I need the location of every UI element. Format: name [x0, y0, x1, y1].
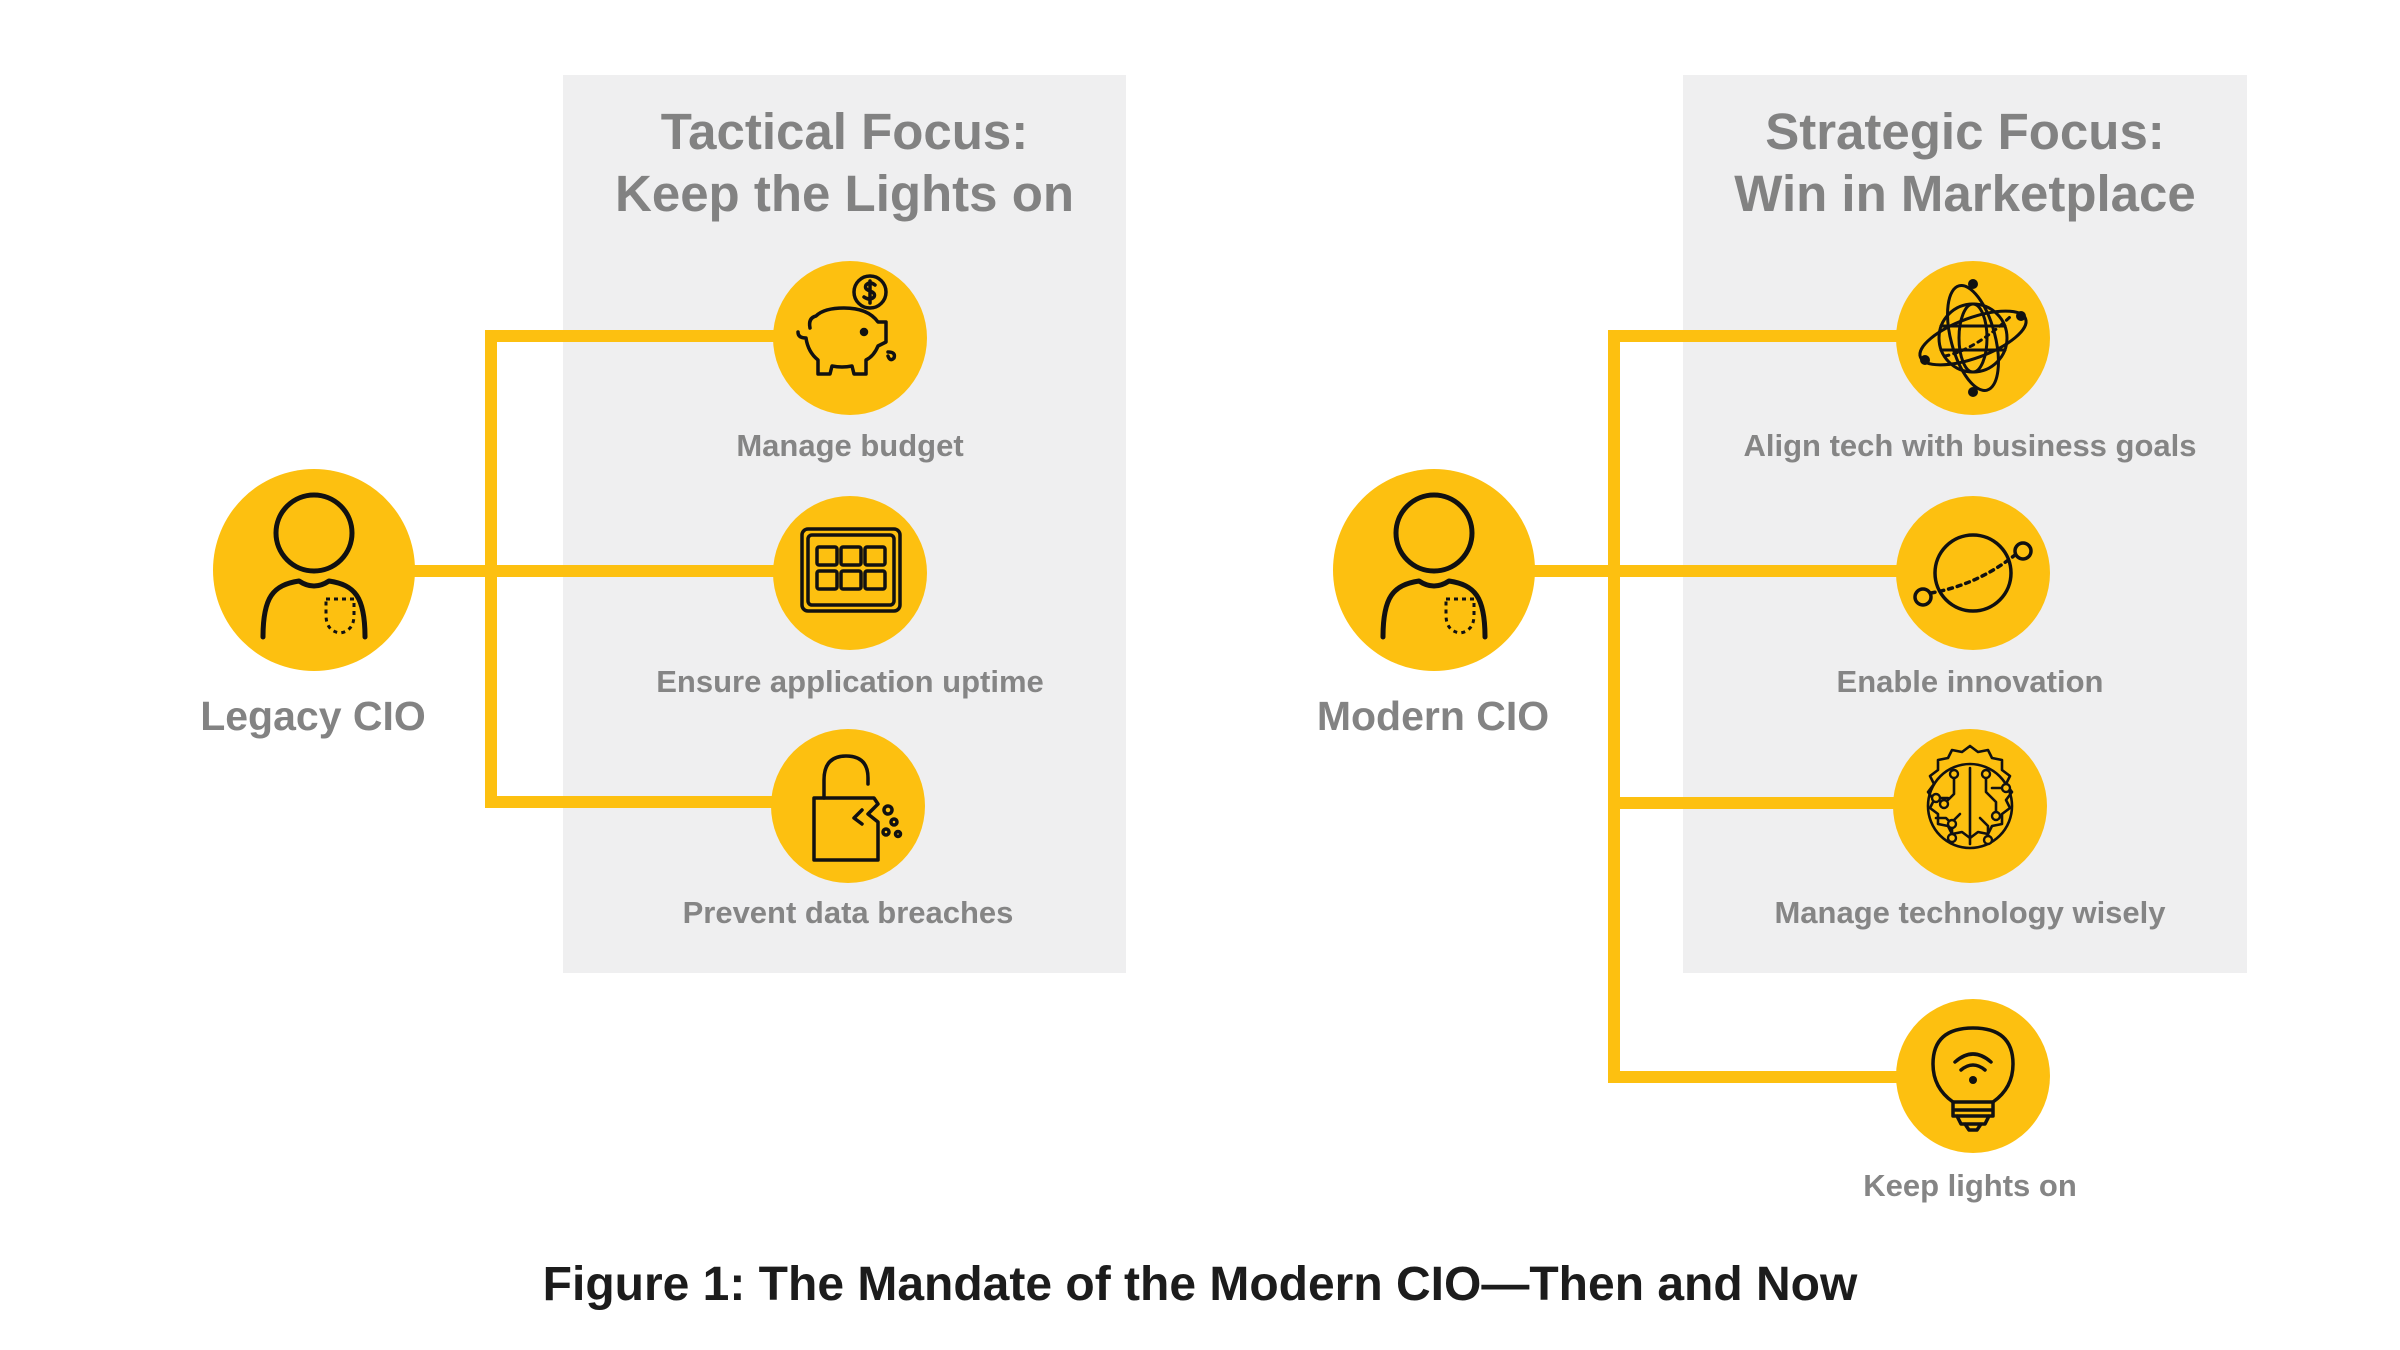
modern-focus-title-line1: Strategic Focus: — [1765, 103, 2165, 160]
modern-cio-avatar-icon — [1333, 469, 1535, 671]
legacy-item-label-3: Prevent data breaches — [682, 895, 1014, 930]
globe-orbit-icon — [1896, 261, 2050, 415]
modern-item-label-4: Keep lights on — [1863, 1168, 2077, 1203]
wifi-bulb-icon — [1896, 999, 2050, 1153]
legacy-item-label-1: Manage budget — [736, 428, 964, 463]
legacy-focus-title-line1: Tactical Focus: — [660, 103, 1029, 160]
modern-cio-label: Modern CIO — [1316, 693, 1550, 739]
modern-focus-panel: Strategic Focus: Win in Marketplace — [1683, 75, 2247, 973]
figure-caption: Figure 1: The Mandate of the Modern CIO—… — [542, 1258, 1858, 1311]
modern-item-label-1: Align tech with business goals — [1743, 428, 2197, 463]
legacy-cio-avatar-icon — [213, 469, 415, 671]
legacy-focus-title: Tactical Focus: Keep the Lights on — [563, 101, 1126, 225]
broken-lock-icon — [771, 729, 925, 883]
piggy-bank-icon — [773, 261, 927, 415]
legacy-cio-label: Legacy CIO — [200, 693, 426, 739]
modern-item-label-3: Manage technology wisely — [1774, 895, 2166, 930]
legacy-item-label-2: Ensure application uptime — [656, 664, 1044, 699]
modern-item-label-2: Enable innovation — [1836, 664, 2104, 699]
planet-orbit-icon — [1896, 496, 2050, 650]
modern-focus-title: Strategic Focus: Win in Marketplace — [1683, 101, 2247, 225]
app-grid-icon — [773, 496, 927, 650]
circuit-chip-icon — [1893, 729, 2047, 883]
modern-focus-title-line2: Win in Marketplace — [1734, 165, 2196, 222]
legacy-focus-title-line2: Keep the Lights on — [615, 165, 1074, 222]
